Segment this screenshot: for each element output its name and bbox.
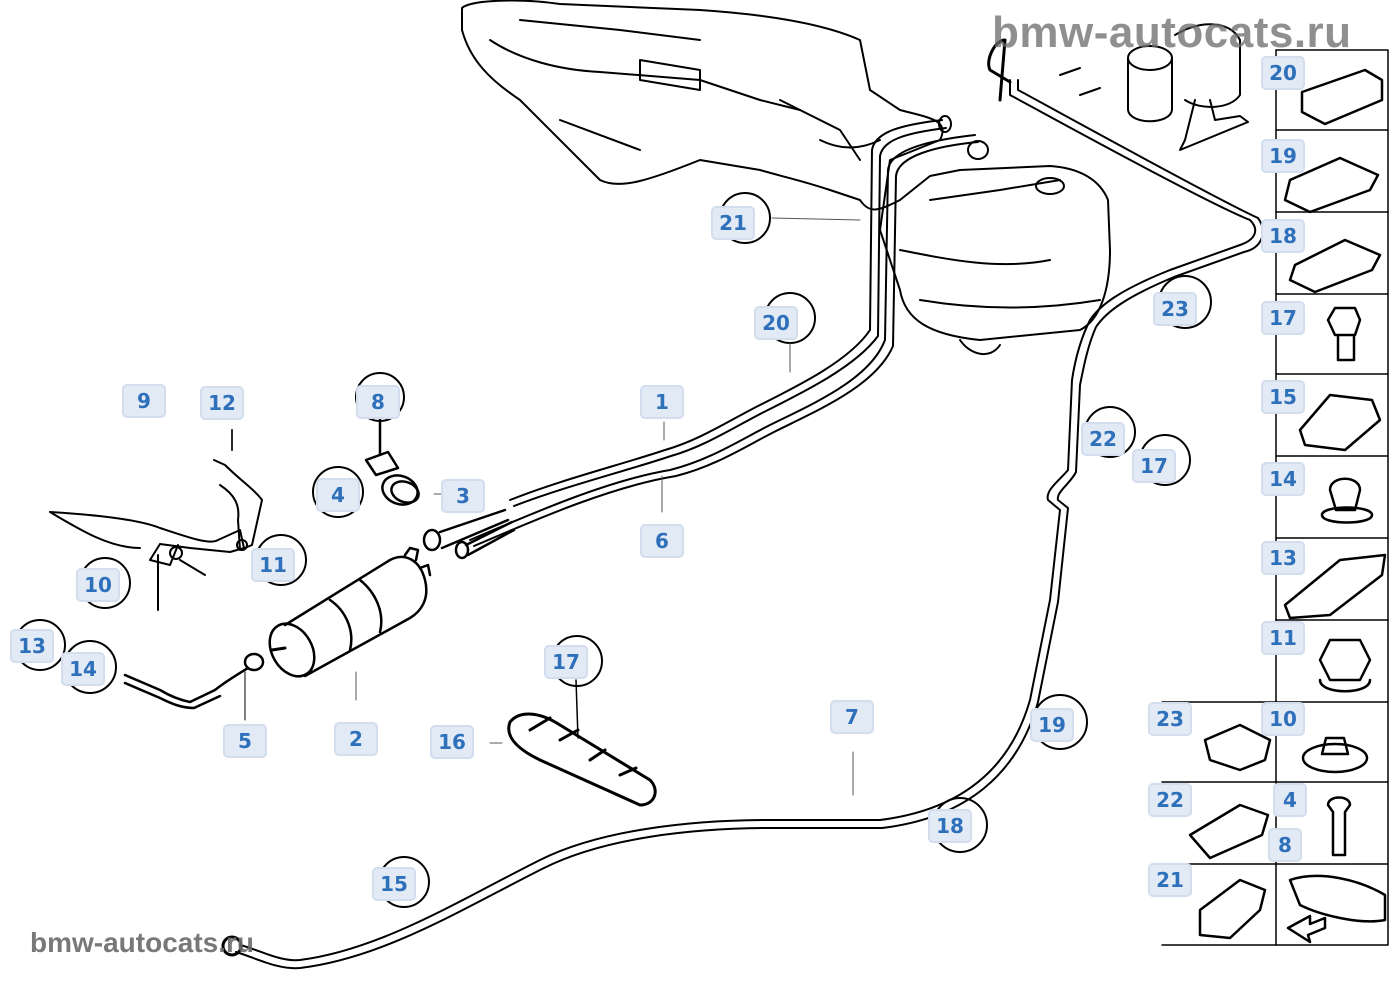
car-front-icon [1288, 874, 1387, 923]
callout-5[interactable]: 5 [223, 724, 267, 758]
callout-17[interactable]: 17 [1132, 449, 1176, 483]
fuel-line-6 [469, 134, 979, 547]
fuel-tank-illustration [461, 0, 1111, 355]
legend-item-8[interactable]: 8 [1268, 828, 1302, 862]
legend-item-19[interactable]: 19 [1261, 139, 1305, 173]
callout-19[interactable]: 19 [1030, 708, 1074, 742]
legend-item-14[interactable]: 14 [1261, 462, 1305, 496]
callout-circles [14, 192, 1212, 908]
callout-12[interactable]: 12 [200, 386, 244, 420]
double-clip-icon [1288, 238, 1382, 294]
leader-lines [231, 217, 861, 796]
callout-15[interactable]: 15 [372, 867, 416, 901]
callout-9[interactable]: 9 [122, 384, 166, 418]
legend-item-23[interactable]: 23 [1148, 702, 1192, 736]
callout-4[interactable]: 4 [316, 478, 360, 512]
double-clip-icon [1283, 156, 1380, 214]
callout-1[interactable]: 1 [640, 385, 684, 419]
front-fuel-line-5 [123, 652, 265, 721]
pipe-clip-icon [1198, 878, 1267, 940]
callout-8[interactable]: 8 [356, 385, 400, 419]
callout-2[interactable]: 2 [334, 722, 378, 756]
watermark-top: bmw-autocats.ru [992, 8, 1352, 57]
legend-item-15[interactable]: 15 [1261, 380, 1305, 414]
connector-fittings-illustration [422, 508, 516, 560]
callout-3[interactable]: 3 [441, 479, 485, 513]
legend-item-4[interactable]: 4 [1273, 783, 1307, 817]
callout-21[interactable]: 21 [711, 206, 755, 240]
callout-20[interactable]: 20 [754, 306, 798, 340]
fuel-filter-illustration [268, 546, 432, 678]
pipe-clip-icon [1188, 803, 1270, 860]
collar-nut-icon [1318, 638, 1372, 693]
vent-line-end [987, 38, 1012, 102]
callout-23[interactable]: 23 [1153, 292, 1197, 326]
callout-22[interactable]: 22 [1081, 422, 1125, 456]
line-end-fitting [938, 115, 952, 133]
callout-6[interactable]: 6 [640, 524, 684, 558]
legend-item-10[interactable]: 10 [1261, 702, 1305, 736]
charcoal-canister-illustration [1059, 23, 1249, 151]
legend-item-17[interactable]: 17 [1261, 301, 1305, 335]
clip-block-icon [1300, 68, 1384, 126]
callout-7[interactable]: 7 [830, 700, 874, 734]
multi-pipe-clip-illustration [507, 679, 657, 807]
screw-icon [1326, 796, 1352, 857]
line-end-nut [221, 935, 243, 957]
flange-nut-icon [1301, 742, 1369, 774]
legend-item-20[interactable]: 20 [1261, 56, 1305, 90]
callout-18[interactable]: 18 [928, 809, 972, 843]
callout-14[interactable]: 14 [61, 652, 105, 686]
legend-item-21[interactable]: 21 [1148, 863, 1192, 897]
pipe-holder-icon [1203, 723, 1272, 772]
fuel-line-1 [509, 119, 947, 507]
callout-13[interactable]: 13 [10, 629, 54, 663]
legend-item-13[interactable]: 13 [1261, 541, 1305, 575]
legend-part-glyphs [1188, 68, 1387, 944]
callout-16[interactable]: 16 [430, 725, 474, 759]
pipe-clip-icon [1298, 393, 1382, 452]
legend-item-22[interactable]: 22 [1148, 783, 1192, 817]
callout-11[interactable]: 11 [251, 548, 295, 582]
orientation-arrow-icon [1286, 914, 1327, 944]
legend-item-11[interactable]: 11 [1261, 621, 1305, 655]
legend-item-18[interactable]: 18 [1261, 219, 1305, 253]
hose-clamp-illustration [364, 418, 420, 506]
callout-10[interactable]: 10 [76, 568, 120, 602]
multi-clip-icon [1283, 553, 1387, 620]
watermark-bottom: bmw-autocats.ru [30, 927, 255, 958]
hex-nut-icon [1326, 306, 1362, 362]
callout-17[interactable]: 17 [544, 645, 588, 679]
filter-bracket-illustration [49, 429, 263, 611]
line-end-fitting [967, 140, 989, 160]
stud-clip-icon [1320, 477, 1374, 524]
